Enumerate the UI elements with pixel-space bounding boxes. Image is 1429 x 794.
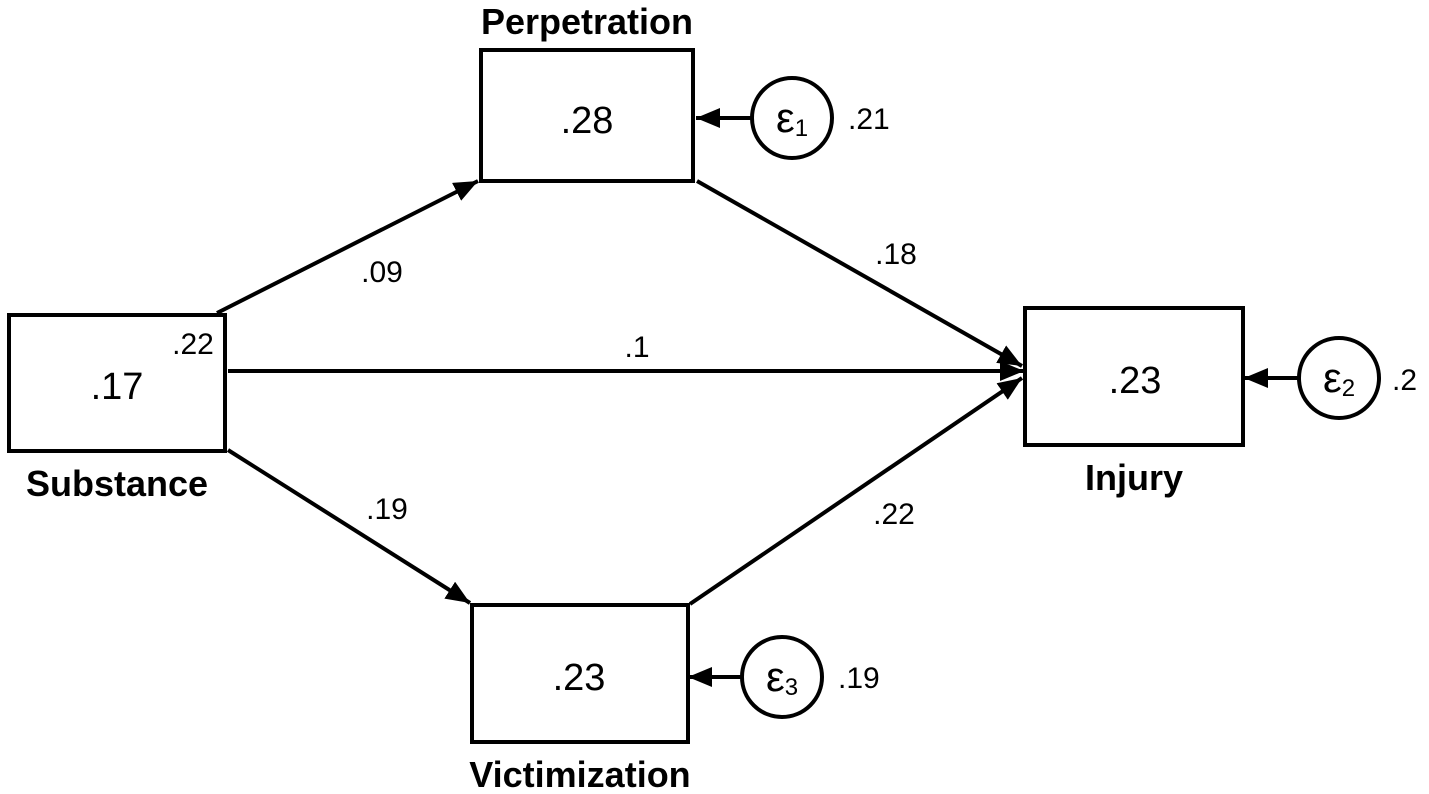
error-circle-e1 <box>750 76 834 160</box>
error-variance-e1: .21 <box>848 103 890 136</box>
coef-substance-injury: .1 <box>624 331 649 364</box>
error-variance-e3: .19 <box>838 662 880 695</box>
path-arrow-perpetration-injury <box>696 179 1023 368</box>
injury-value: .23 <box>1109 360 1162 402</box>
coef-substance-victimization: .19 <box>366 493 408 526</box>
substance-label: Substance <box>26 463 208 504</box>
victimization-value: .23 <box>553 657 606 699</box>
coef-perpetration-injury: .18 <box>875 238 917 271</box>
victimization-label: Victimization <box>469 754 690 794</box>
victimization-box <box>470 603 690 744</box>
error-circle-e3 <box>740 635 824 719</box>
error-symbol-e3: ε3 <box>766 653 798 701</box>
error-variance-e2: .2 <box>1392 364 1417 397</box>
error-symbol-e1: ε1 <box>776 94 808 142</box>
injury-label: Injury <box>1085 457 1183 498</box>
error-circle-e2 <box>1297 336 1381 420</box>
coef-victimization-injury: .22 <box>873 498 915 531</box>
path-arrow-substance-perpetration <box>216 179 479 315</box>
error-symbol-e2: ε2 <box>1323 354 1355 402</box>
substance-variance: .22 <box>172 328 214 361</box>
path-arrow-substance-victimization <box>226 448 472 605</box>
perpetration-box <box>479 48 695 183</box>
path-arrow-victimization-injury <box>688 376 1024 606</box>
perpetration-value: .28 <box>561 100 614 142</box>
perpetration-label: Perpetration <box>481 1 693 42</box>
substance-box <box>7 313 227 453</box>
substance-value: .17 <box>91 366 144 408</box>
coef-substance-perpetration: .09 <box>361 256 403 289</box>
injury-box <box>1023 306 1245 447</box>
